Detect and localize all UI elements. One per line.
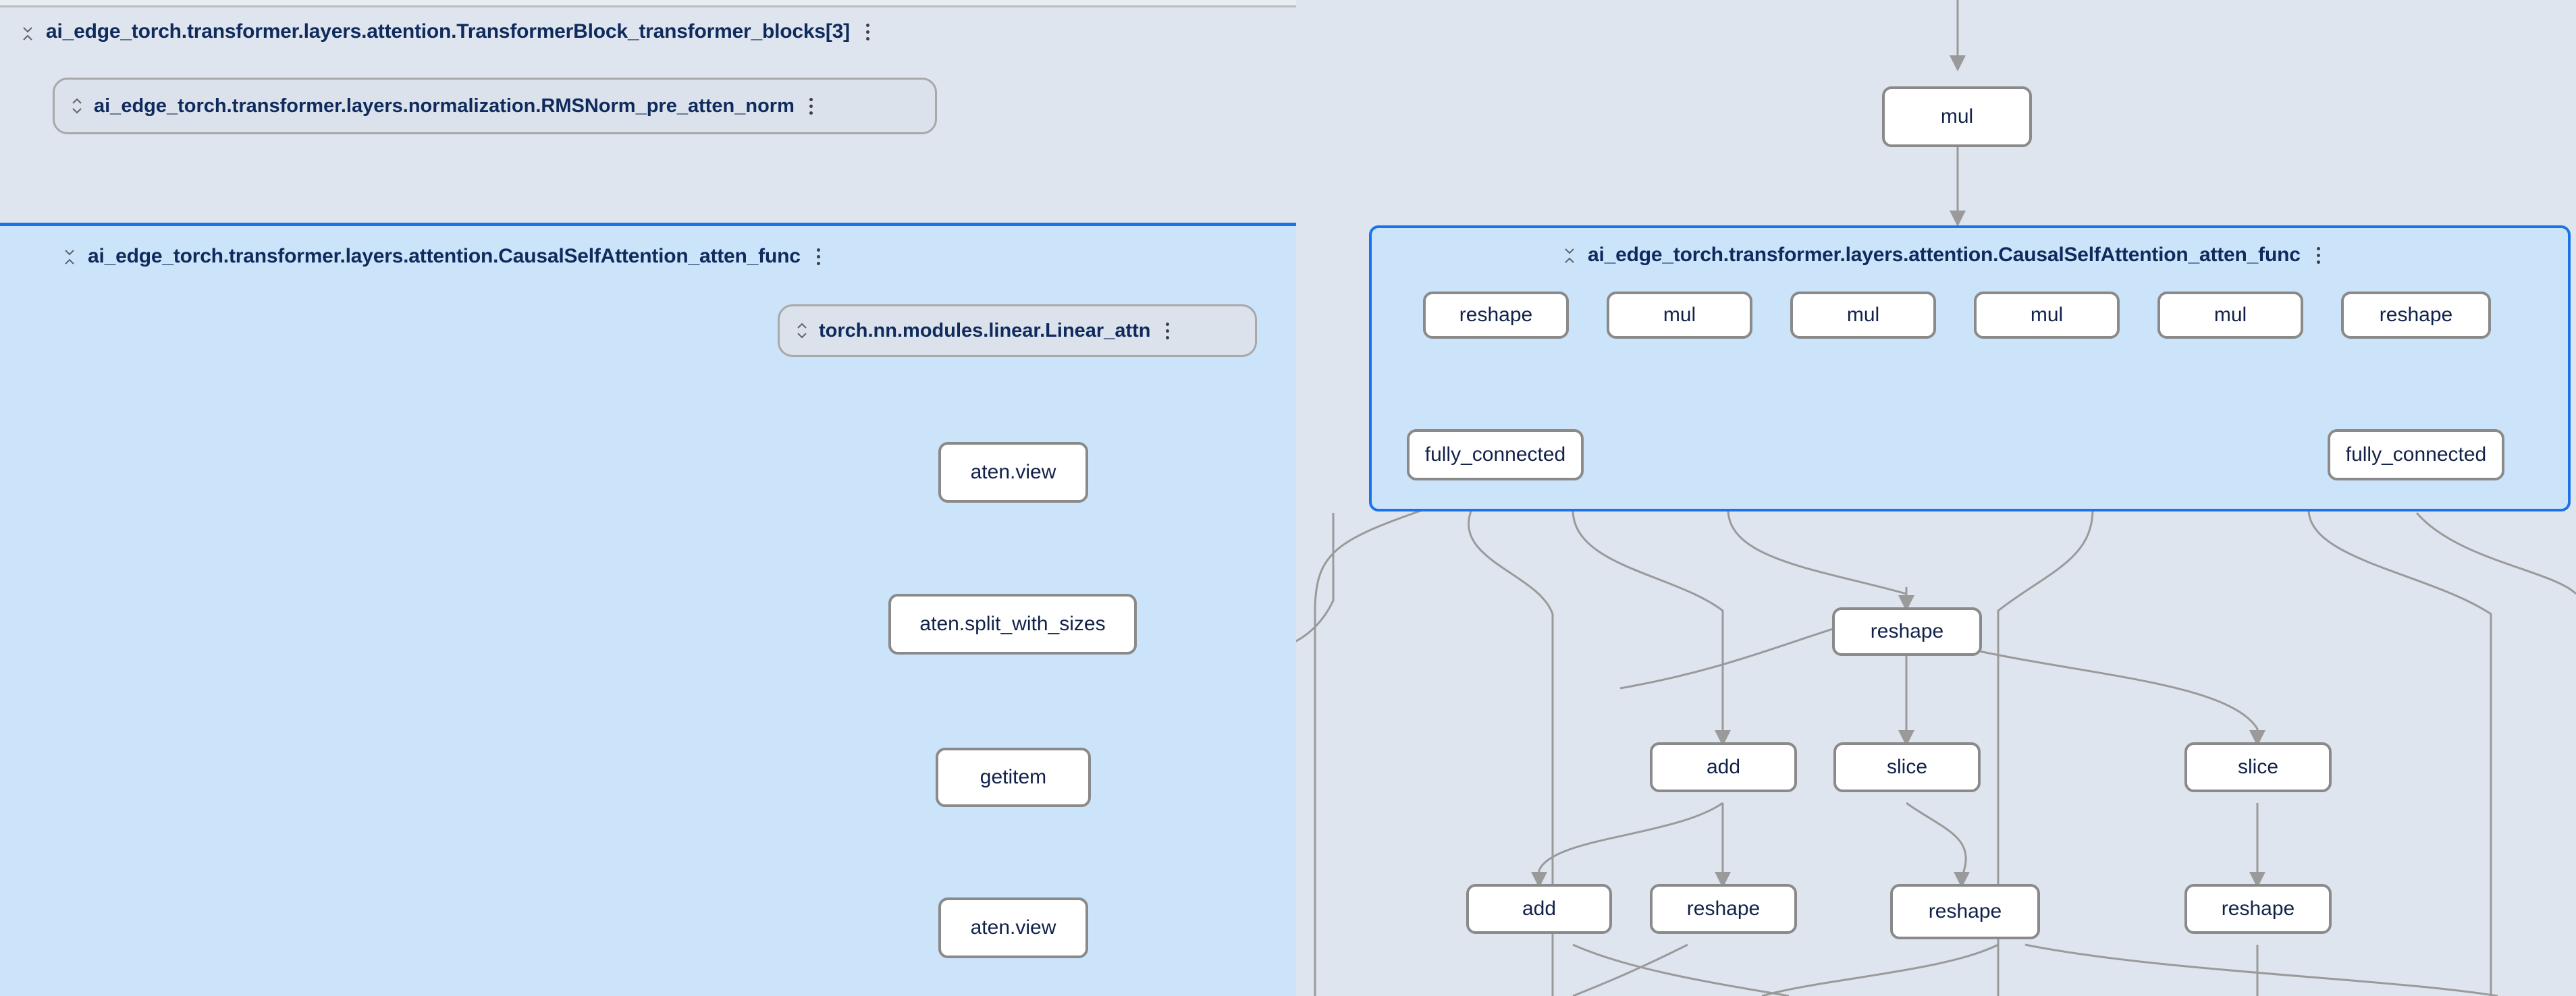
group-transformer-block-label-row[interactable]: ai_edge_torch.transformer.layers.attenti… [20,20,876,44]
node-reshape-r5-b[interactable]: reshape [1890,884,2040,939]
node-reshape-r1-a[interactable]: reshape [1423,292,1569,339]
node-mul-r1-c[interactable]: mul [1974,292,2120,339]
node-slice-r4-b[interactable]: slice [2184,742,2332,792]
node-label: add [1706,756,1741,778]
group-causal-self-attention-right-label-row[interactable]: ai_edge_torch.transformer.layers.attenti… [1562,243,2326,267]
canvas-top-divider [0,0,1296,7]
node-slice-r4-a[interactable]: slice [1833,742,1981,792]
expand-chevrons-icon[interactable] [70,94,84,118]
node-label: mul [1940,105,1974,128]
node-fully-connected-a[interactable]: fully_connected [1407,429,1584,480]
group-transformer-block[interactable]: ai_edge_torch.transformer.layers.attenti… [0,5,1296,225]
node-mul-r1-b[interactable]: mul [1790,292,1936,339]
node-mul-top[interactable]: mul [1882,86,2032,147]
node-label: mul [1663,304,1696,326]
node-label: reshape [2221,897,2295,920]
node-label: fully_connected [2345,443,2487,466]
node-label: aten.split_with_sizes [919,613,1106,635]
node-aten-view-1[interactable]: aten.view [938,442,1088,503]
group-transformer-block-title: ai_edge_torch.transformer.layers.attenti… [46,20,850,43]
node-label: reshape [1870,620,1944,642]
group-causal-self-attention-left-label-row[interactable]: ai_edge_torch.transformer.layers.attenti… [62,244,826,269]
node-label: getitem [980,766,1047,788]
node-label: slice [1886,756,1927,778]
kebab-menu-icon[interactable] [804,94,819,117]
node-reshape-r5-a[interactable]: reshape [1650,884,1797,934]
node-label: fully_connected [1424,443,1566,466]
node-linear-attn-label: torch.nn.modules.linear.Linear_attn [819,319,1151,341]
group-causal-self-attention-right-title: ai_edge_torch.transformer.layers.attenti… [1588,244,2301,266]
node-aten-split-with-sizes[interactable]: aten.split_with_sizes [888,594,1137,655]
node-label: reshape [1686,897,1761,920]
node-mul-r1-d[interactable]: mul [2157,292,2303,339]
node-reshape-r3[interactable]: reshape [1832,607,1982,656]
node-add-r5[interactable]: add [1466,884,1612,934]
node-rmsnorm-label: ai_edge_torch.transformer.layers.normali… [94,94,795,117]
node-rmsnorm-pre-atten-norm[interactable]: ai_edge_torch.transformer.layers.normali… [53,78,937,134]
node-label: aten.view [970,916,1056,939]
kebab-menu-icon[interactable] [811,245,826,268]
node-label: reshape [1928,900,2002,922]
node-label: slice [2237,756,2278,778]
node-reshape-r1-b[interactable]: reshape [2341,292,2491,339]
node-label: reshape [1459,304,1533,326]
node-label: add [1522,897,1557,920]
node-add-r4[interactable]: add [1650,742,1797,792]
expand-chevrons-icon[interactable] [795,319,809,343]
node-label: mul [2030,304,2064,326]
node-reshape-r5-c[interactable]: reshape [2184,884,2332,934]
node-label: reshape [2379,304,2453,326]
kebab-menu-icon[interactable] [1160,319,1175,342]
node-label: mul [1846,304,1880,326]
kebab-menu-icon[interactable] [2311,244,2326,267]
node-label: mul [2213,304,2247,326]
node-label: aten.view [970,461,1056,483]
collapse-chevrons-icon[interactable] [20,20,35,44]
collapse-chevrons-icon[interactable] [1562,243,1577,267]
node-fully-connected-b[interactable]: fully_connected [2328,429,2504,480]
node-linear-attn[interactable]: torch.nn.modules.linear.Linear_attn [778,304,1257,357]
group-causal-self-attention-left-title: ai_edge_torch.transformer.layers.attenti… [88,245,801,267]
collapse-chevrons-icon[interactable] [62,244,77,269]
node-getitem[interactable]: getitem [936,748,1091,807]
node-mul-r1-a[interactable]: mul [1607,292,1752,339]
kebab-menu-icon[interactable] [861,20,876,43]
node-aten-view-2[interactable]: aten.view [938,897,1088,958]
